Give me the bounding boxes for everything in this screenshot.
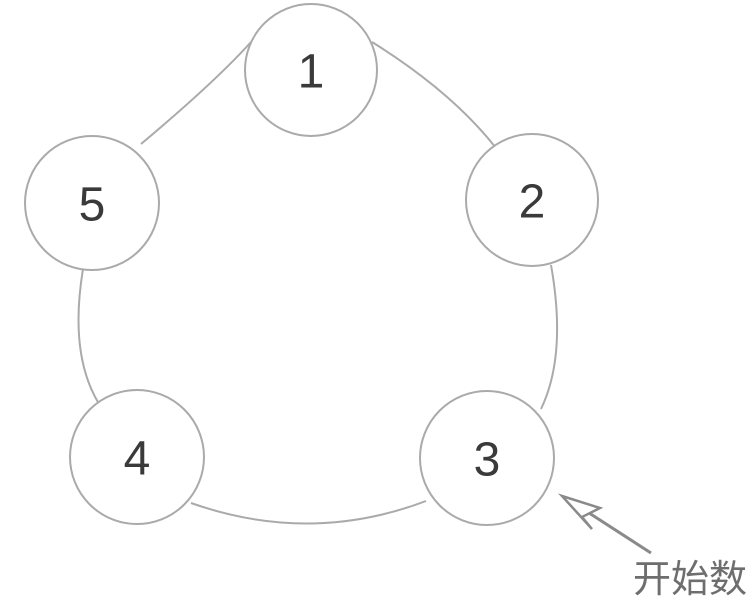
node-3-circle [419,390,555,526]
node-1-circle [244,3,378,137]
node-4-label: 4 [124,433,151,486]
annotation-arrow-head-icon [557,493,604,530]
annotation-arrow-shaft [585,509,652,555]
node-2-circle [465,133,599,267]
node-3[interactable]: 3 [419,390,555,526]
node-4[interactable]: 4 [69,389,205,525]
node-5-circle [24,135,160,271]
edge-3-4 [190,500,427,525]
node-4-circle [69,389,205,525]
node-1-label: 1 [298,46,325,99]
node-5-label: 5 [79,179,106,232]
edge-1-2 [371,41,497,149]
edge-4-5 [77,268,104,411]
node-1[interactable]: 1 [244,3,378,137]
node-2[interactable]: 2 [465,133,599,267]
edge-5-1 [140,41,252,145]
node-3-label: 3 [474,434,501,487]
annotation-label: 开始数 [633,559,747,601]
start-annotation: 开始数 [557,493,747,601]
node-2-label: 2 [519,176,546,229]
edge-2-3 [540,264,559,410]
edge-group [77,41,559,525]
node-5[interactable]: 5 [24,135,160,271]
